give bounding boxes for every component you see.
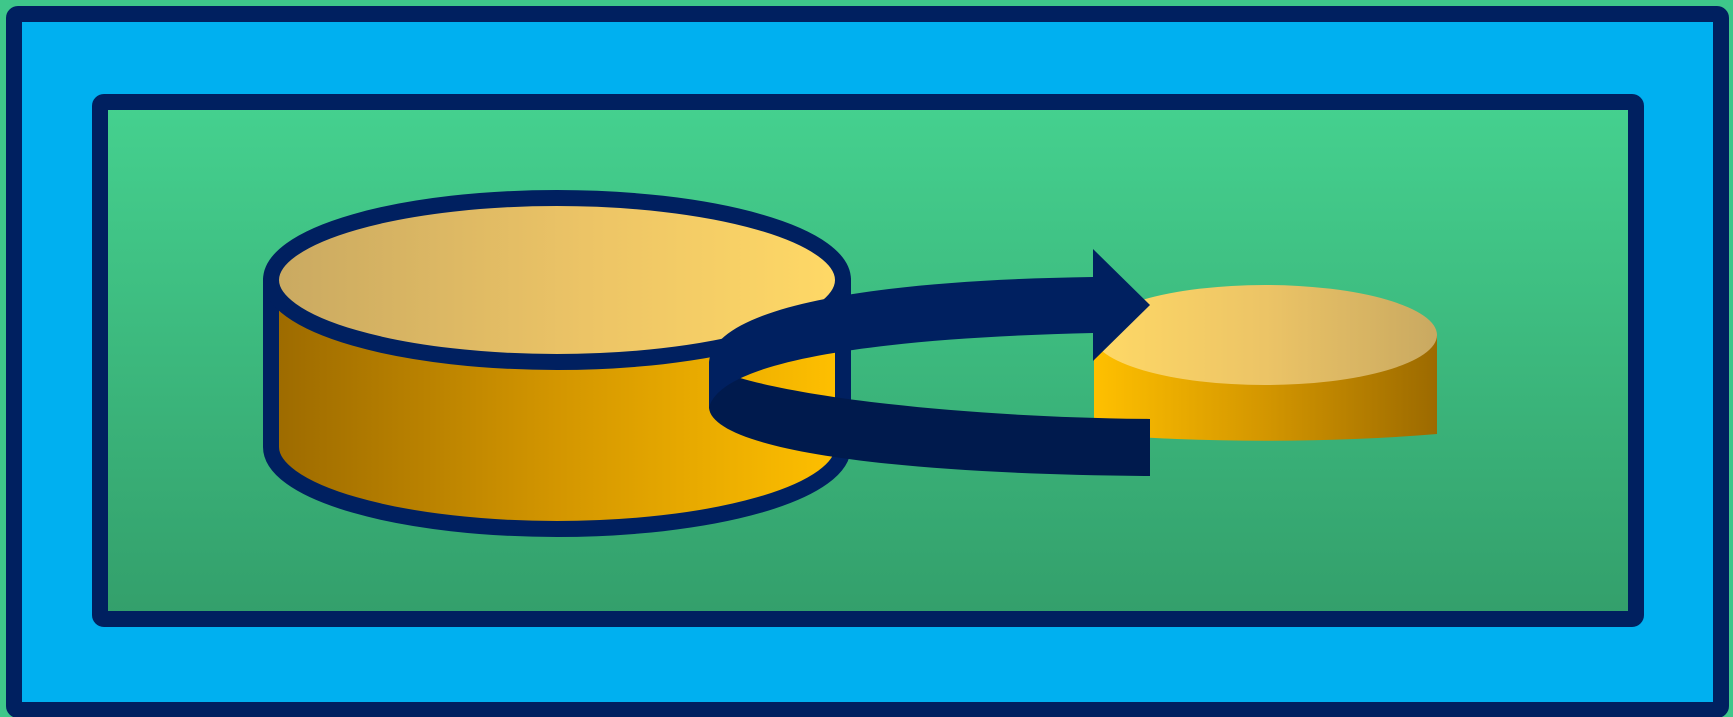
large-disk-top [263, 190, 851, 370]
small-disk [1093, 285, 1437, 441]
large-disk [263, 190, 851, 537]
arrow-upper-band [709, 277, 1093, 408]
curved-arrow [709, 249, 1150, 476]
arrow-head [1093, 249, 1150, 361]
arrow-lower-band [709, 362, 1150, 476]
small-disk-top [1093, 285, 1437, 385]
